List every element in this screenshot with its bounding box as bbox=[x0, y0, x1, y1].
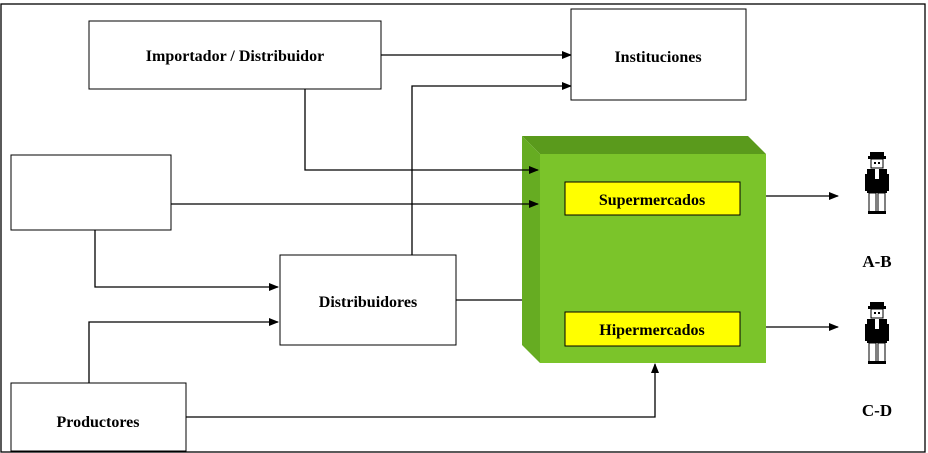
connectors bbox=[88, 51, 839, 418]
distribuidores-label: Distribuidores bbox=[319, 294, 417, 311]
importador-label: Importador / Distribuidor bbox=[146, 48, 324, 65]
node-supermercados: Supermercados bbox=[564, 181, 741, 216]
person-icon bbox=[865, 152, 889, 214]
node-importador: Importador / Distribuidor bbox=[88, 20, 382, 90]
node-instituciones: Instituciones bbox=[570, 8, 747, 101]
arrow-importador-supermercados bbox=[304, 89, 539, 174]
node-productores: Productores bbox=[10, 382, 187, 452]
segment-ab-label: A-B bbox=[862, 252, 891, 271]
node-unlabeled bbox=[10, 154, 172, 231]
node-distribuidores: Distribuidores bbox=[279, 254, 457, 346]
arrow-box-distribuidores bbox=[94, 230, 279, 291]
productores-label: Productores bbox=[57, 414, 140, 431]
hipermercados-label: Hipermercados bbox=[599, 322, 704, 339]
supermercados-label: Supermercados bbox=[599, 192, 705, 209]
segment-cd-label: C-D bbox=[862, 401, 892, 420]
arrow-productores-hipermercados bbox=[186, 363, 659, 418]
diagram-frame bbox=[0, 3, 926, 453]
arrow-distribuidores-instituciones bbox=[411, 82, 572, 255]
arrow-productores-distribuidores bbox=[88, 318, 279, 383]
instituciones-label: Instituciones bbox=[614, 49, 701, 66]
node-hipermercados: Hipermercados bbox=[564, 311, 741, 347]
person-icon bbox=[865, 302, 889, 364]
